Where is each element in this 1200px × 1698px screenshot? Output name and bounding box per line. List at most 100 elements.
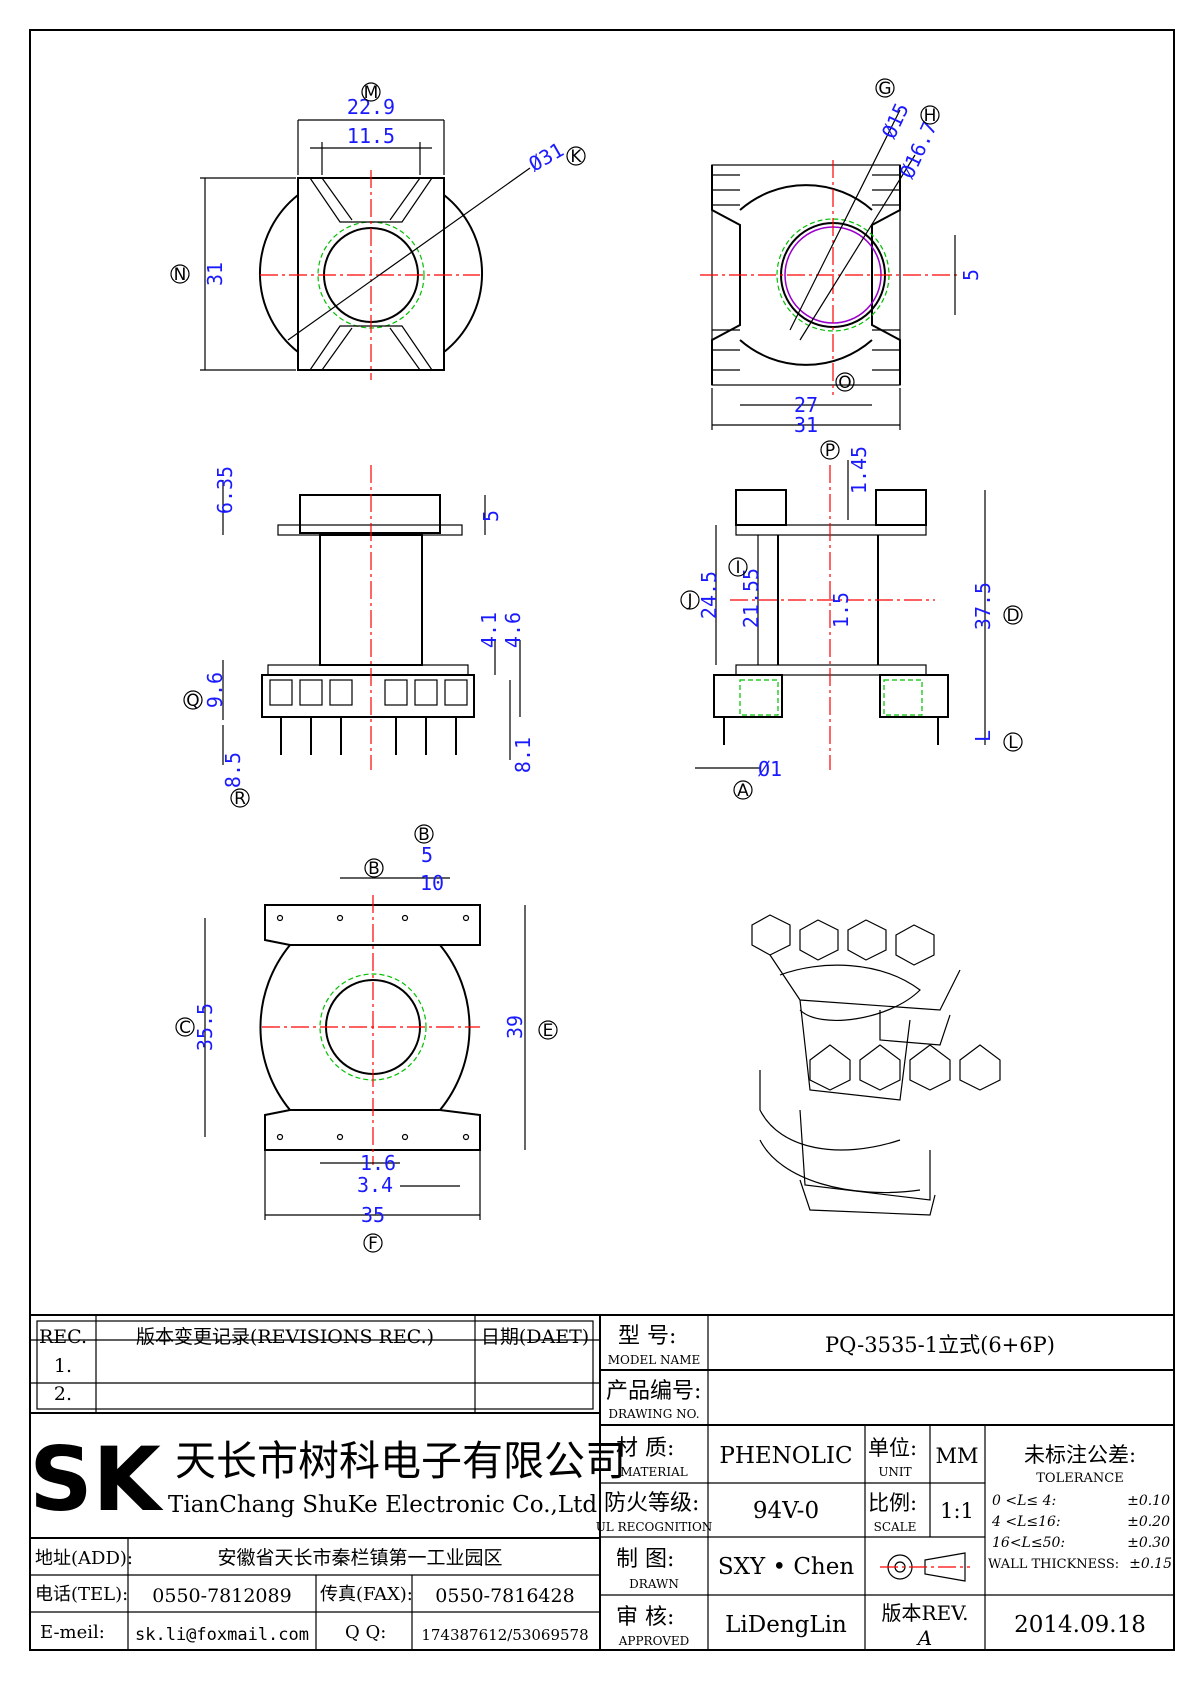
dim-dia-31: Ø31 (525, 137, 568, 176)
dim-6-35: 6.35 (213, 466, 237, 514)
side-right-view: 1.45 24.5 21.55 1.5 37.5 L Ø1 I J D L A (680, 446, 1023, 801)
tol-value-1: ±0.10 (1127, 1493, 1170, 1509)
approved-value: LiDengLin (725, 1612, 847, 1638)
rev-label: 版本REV. (882, 1601, 969, 1625)
label-a: A (737, 781, 749, 801)
rev-value: A (916, 1626, 932, 1650)
label-g: G (878, 79, 891, 99)
dim-8-1: 8.1 (511, 737, 535, 773)
side-left-view: 6.35 5 4.1 4.6 9.6 8.5 8.1 Q R (183, 465, 535, 809)
ul-label-en: UL RECOGNITION (596, 1520, 713, 1534)
dim-4-1: 4.1 (477, 612, 501, 648)
tol-value-2: ±0.20 (1127, 1514, 1170, 1530)
tel-value: 0550-7812089 (152, 1585, 291, 1607)
dim-dia-1: Ø1 (758, 757, 782, 781)
date-value: 2014.09.18 (1014, 1612, 1146, 1638)
rev-title: 版本变更记录(REVISIONS REC.) (136, 1326, 434, 1348)
label-f: F (368, 1234, 378, 1254)
dim-11-5: 11.5 (347, 124, 395, 148)
unit-label-cn: 单位: (868, 1436, 917, 1460)
dim-21-55: 21.55 (739, 568, 763, 628)
rev-row-1: 1. (54, 1355, 72, 1377)
dim-4-6: 4.6 (501, 612, 525, 648)
tel-label: 电话(TEL): (35, 1584, 128, 1605)
label-b-top: B (418, 825, 430, 845)
address-label: 地址(ADD): (35, 1548, 133, 1569)
label-r: R (234, 789, 246, 809)
label-n: N (174, 265, 187, 285)
dim-37-5: 37.5 (971, 582, 995, 630)
model-label-cn: 型 号: (618, 1324, 676, 1349)
drawn-label-en: DRAWN (629, 1577, 679, 1591)
projection-symbol (880, 1552, 970, 1582)
label-i: I (735, 558, 740, 578)
qq-value: 174387612/53069578 (421, 1626, 588, 1644)
dim-1-5: 1.5 (829, 592, 853, 628)
tol-value-3: ±0.30 (1127, 1535, 1170, 1551)
tol-range-2: 4 <L≤16: (991, 1514, 1061, 1530)
dim-5-bottom: 5 (421, 843, 433, 867)
dim-31-right: 31 (794, 413, 818, 437)
approved-label-en: APPROVED (618, 1634, 690, 1648)
label-m: M (364, 83, 379, 103)
dim-5-side: 5 (479, 510, 503, 522)
company-name-en: TianChang ShuKe Electronic Co.,Ltd (168, 1492, 597, 1518)
tolerance-en: TOLERANCE (1036, 1471, 1123, 1486)
label-j: J (686, 591, 692, 611)
dim-5-right: 5 (959, 269, 983, 281)
label-h: H (924, 106, 937, 126)
material-value: PHENOLIC (719, 1443, 852, 1469)
dim-10: 10 (420, 871, 444, 895)
approved-label-cn: 审 核: (616, 1605, 674, 1630)
label-b: B (368, 859, 380, 879)
label-k: K (570, 147, 582, 167)
material-label-cn: 材 质: (616, 1436, 674, 1461)
label-q: Q (186, 691, 199, 711)
address-value: 安徽省天长市秦栏镇第一工业园区 (217, 1547, 502, 1569)
fax-label: 传真(FAX): (320, 1584, 413, 1605)
tol-range-1: 0 <L≤ 4: (992, 1493, 1056, 1509)
scale-value: 1:1 (940, 1499, 974, 1523)
logo-sk: SK (29, 1428, 163, 1531)
dim-35: 35 (361, 1203, 385, 1227)
dim-8-5: 8.5 (221, 752, 245, 788)
email-value: sk.li@foxmail.com (135, 1625, 309, 1645)
ul-label-cn: 防火等级: (604, 1491, 699, 1516)
drawing-label-en: DRAWING NO. (608, 1407, 699, 1421)
unit-label-en: UNIT (878, 1465, 911, 1479)
dim-1-6: 1.6 (360, 1151, 396, 1175)
label-o: O (838, 373, 851, 393)
rev-header: REC. (39, 1326, 87, 1348)
dim-35-5: 35.5 (193, 1003, 217, 1051)
dim-1-45: 1.45 (847, 446, 871, 494)
dim-31: 31 (203, 262, 227, 286)
company-name-cn: 天长市树科电子有限公司 (175, 1437, 626, 1485)
qq-label: Q Q: (345, 1622, 386, 1643)
label-l: L (1008, 733, 1018, 753)
ul-value: 94V-0 (753, 1498, 819, 1524)
dim-39: 39 (503, 1015, 527, 1039)
top-left-view: 22.9 11.5 31 Ø31 M N K (170, 82, 586, 380)
fax-value: 0550-7816428 (435, 1585, 574, 1607)
bottom-view: 5 10 35.5 39 1.6 3.4 35 B B C E F (175, 824, 558, 1254)
isometric-view (751, 914, 1001, 1216)
unit-value: MM (935, 1444, 978, 1468)
tol-value-4: ±0.15 (1129, 1556, 1172, 1572)
label-p: P (825, 441, 835, 461)
top-right-view: Ø15 Ø16.7 5 27 31 G H O P (700, 78, 983, 461)
drawn-value: SXY • Chen (718, 1554, 855, 1580)
model-value: PQ-3535-1立式(6+6P) (825, 1333, 1055, 1357)
label-c: C (179, 1018, 191, 1038)
date-header: 日期(DAET) (481, 1326, 589, 1348)
title-block: REC. 版本变更记录(REVISIONS REC.) 日期(DAET) 1. … (29, 1314, 1175, 1651)
tolerance-title: 未标注公差: (1024, 1443, 1136, 1467)
material-label-en: MATERIAL (620, 1465, 688, 1479)
dim-l: L (971, 730, 995, 742)
scale-label-en: SCALE (874, 1520, 917, 1534)
dim-24-5: 24.5 (697, 571, 721, 619)
dim-dia-15: Ø15 (877, 99, 914, 142)
dim-27: 27 (794, 393, 818, 417)
rev-row-2: 2. (54, 1383, 72, 1405)
tol-range-4: WALL THICKNESS: (988, 1557, 1119, 1572)
